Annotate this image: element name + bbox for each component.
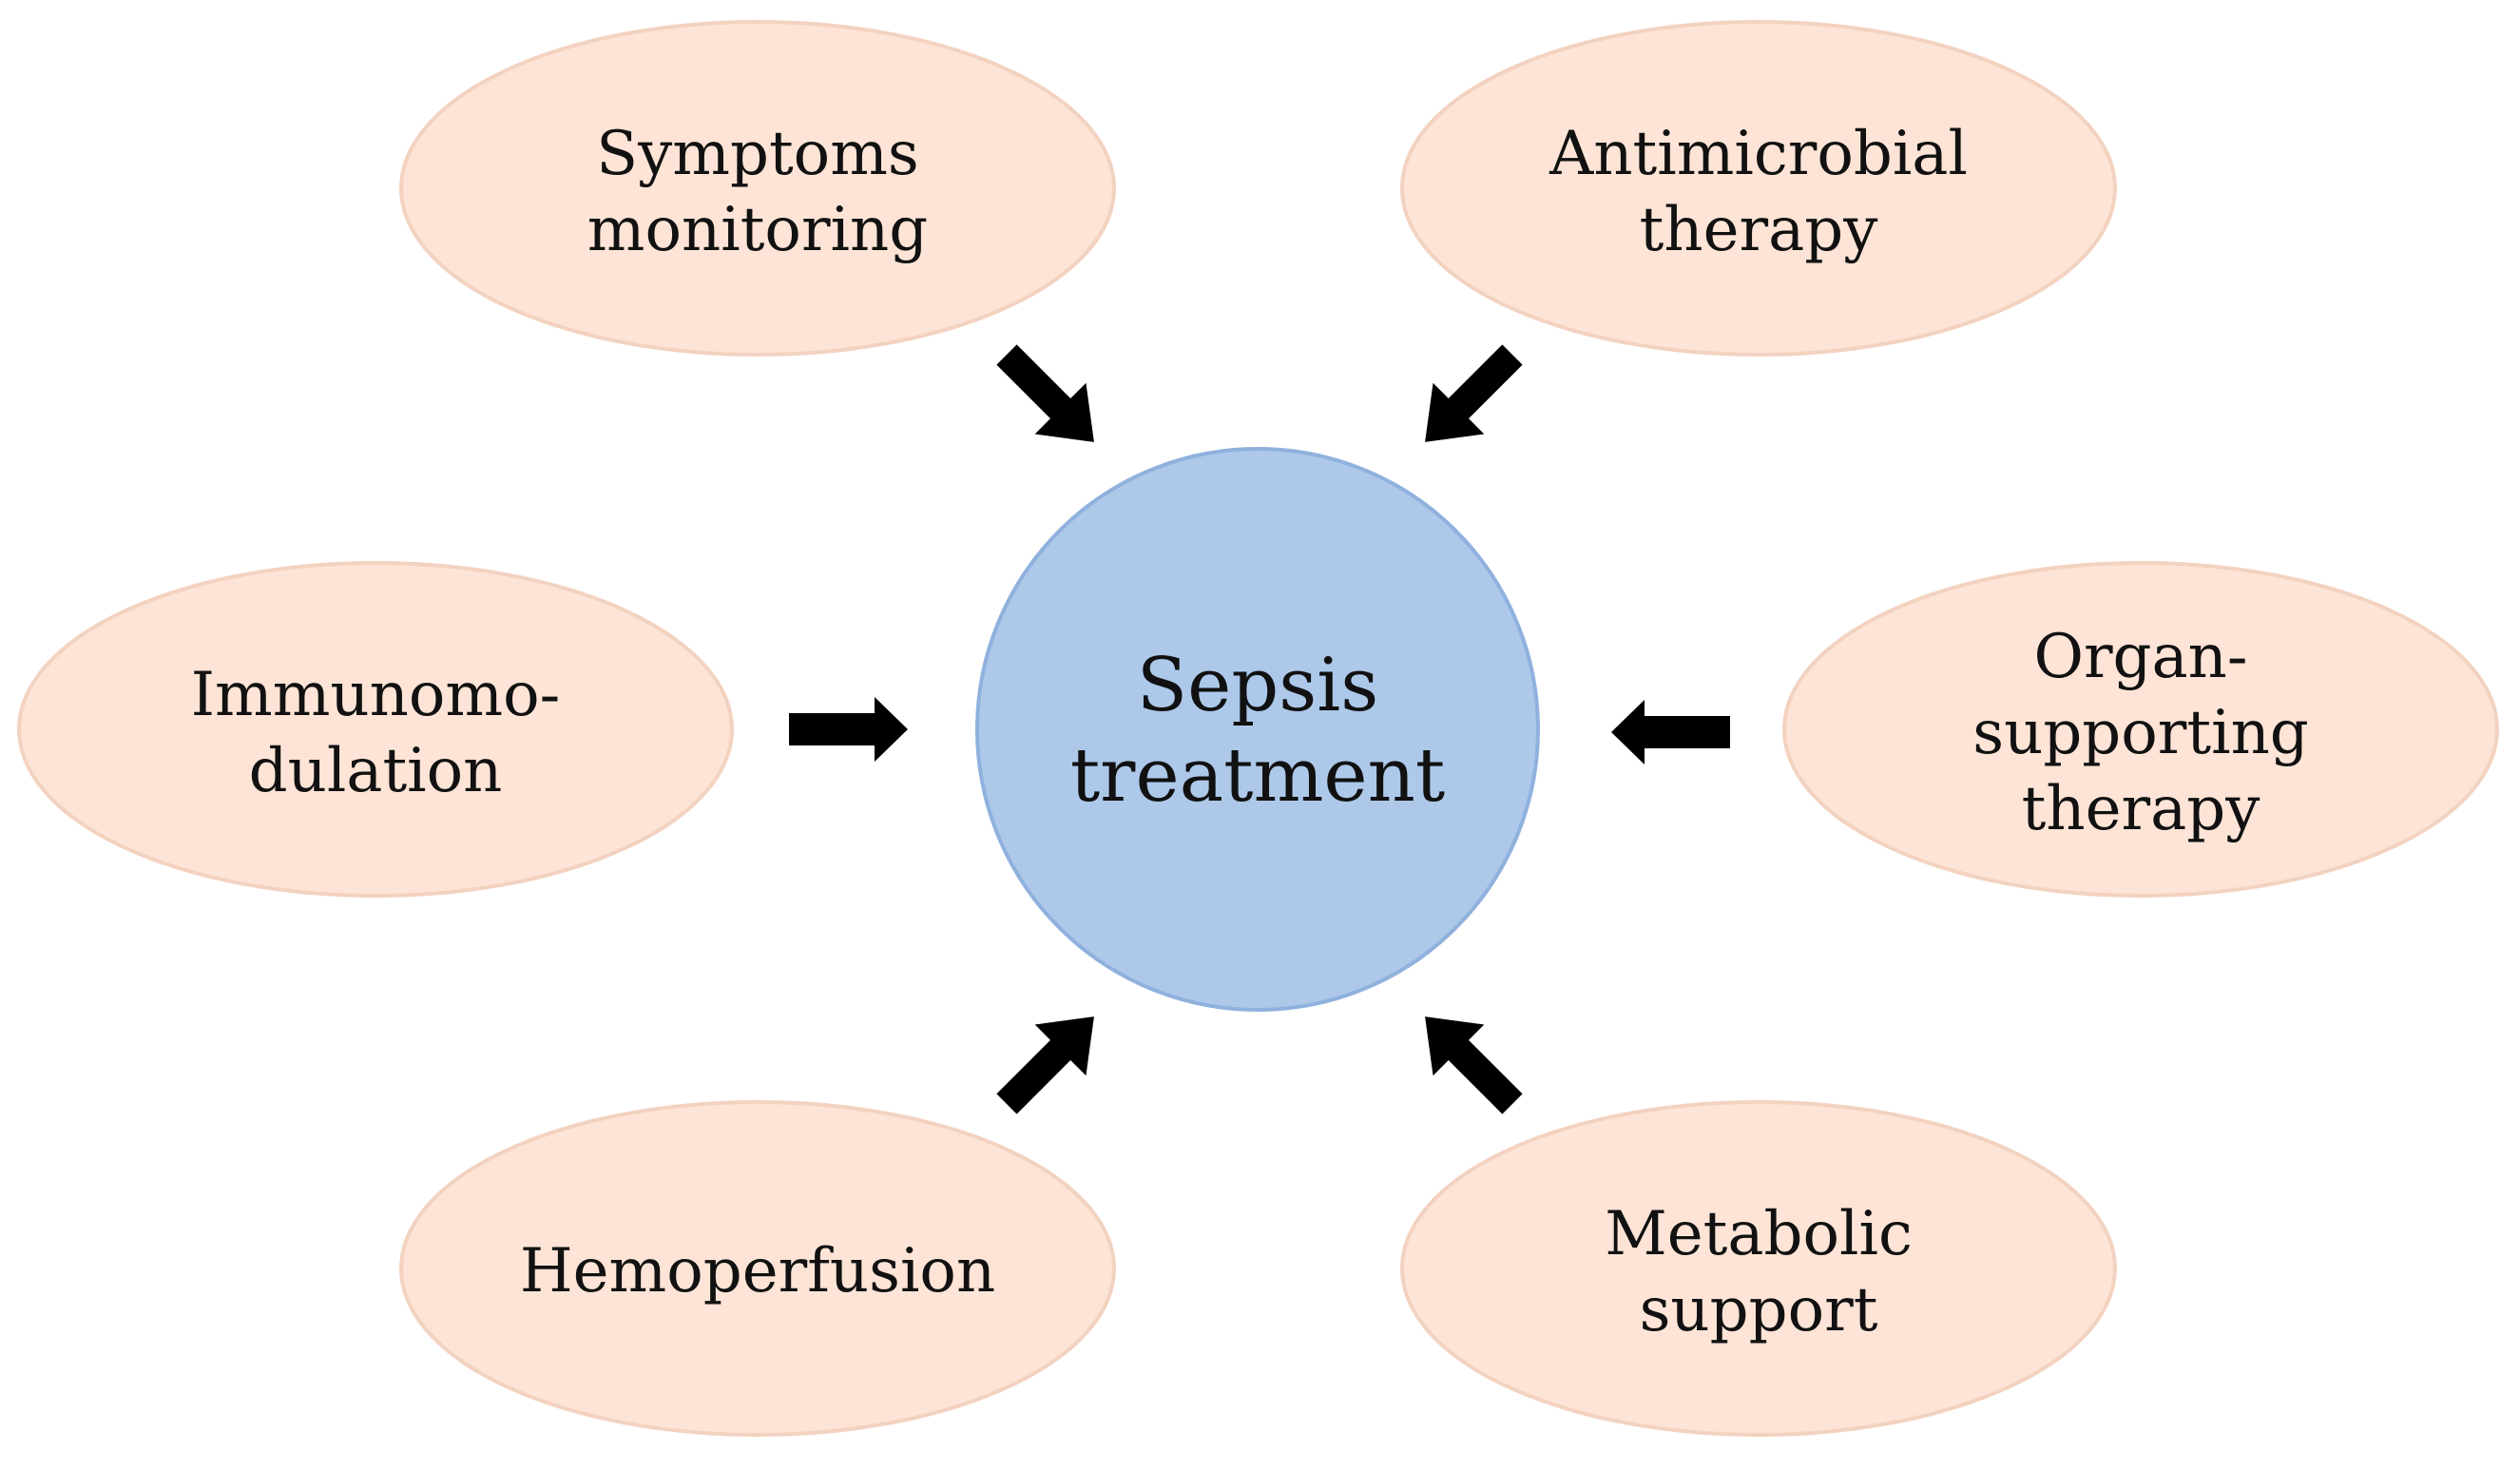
node-ellipse-metabolic	[1400, 1100, 2117, 1437]
node-label-metabolic-line1: Metabolic	[1605, 1199, 1913, 1269]
center-label-line1: Sepsis	[1137, 643, 1379, 728]
node-ellipse-organ	[1782, 561, 2499, 898]
node-label-symptoms-line2: monitoring	[587, 195, 928, 265]
node-immunomodulation: Immunomo- dulation	[17, 561, 734, 898]
node-ellipse-hemoperfusion	[399, 1100, 1116, 1437]
center-circle	[975, 447, 1540, 1012]
node-organ-supporting-therapy: Organ- supporting therapy	[1782, 561, 2499, 898]
center-sepsis-treatment: Sepsis treatment	[975, 447, 1540, 1012]
node-label-immunomodulation-line1: Immunomo-	[191, 660, 560, 730]
node-hemoperfusion: Hemoperfusion	[399, 1100, 1116, 1437]
node-ellipse-immunomodulation	[17, 561, 734, 898]
node-label-antimicrobial-line2: therapy	[1640, 195, 1878, 265]
node-label-antimicrobial-line1: Antimicrobial	[1549, 119, 1968, 189]
node-label-organ-line3: therapy	[2022, 774, 2260, 844]
node-label-organ-line1: Organ-	[2033, 622, 2247, 692]
arrow-from-symptoms	[996, 344, 1094, 442]
node-antimicrobial-therapy: Antimicrobial therapy	[1400, 20, 2117, 357]
node-symptoms-monitoring: Symptoms monitoring	[399, 20, 1116, 357]
node-ellipse-symptoms	[399, 20, 1116, 357]
center-label-line2: treatment	[1070, 733, 1445, 819]
arrow-from-metabolic	[1425, 1016, 1523, 1114]
arrows	[789, 344, 1730, 1114]
node-label-hemoperfusion-line1: Hemoperfusion	[520, 1236, 995, 1306]
node-label-metabolic-line2: support	[1640, 1275, 1878, 1345]
node-label-immunomodulation-line2: dulation	[249, 736, 503, 806]
arrow-from-antimicrobial	[1425, 344, 1523, 442]
node-label-organ-line2: supporting	[1972, 698, 2309, 768]
node-ellipse-antimicrobial	[1400, 20, 2117, 357]
node-label-symptoms-line1: Symptoms	[596, 119, 918, 189]
node-metabolic-support: Metabolic support	[1400, 1100, 2117, 1437]
arrow-from-organ	[1611, 700, 1730, 765]
arrow-from-immunomodulation	[789, 697, 908, 762]
arrow-from-hemoperfusion	[996, 1016, 1094, 1114]
